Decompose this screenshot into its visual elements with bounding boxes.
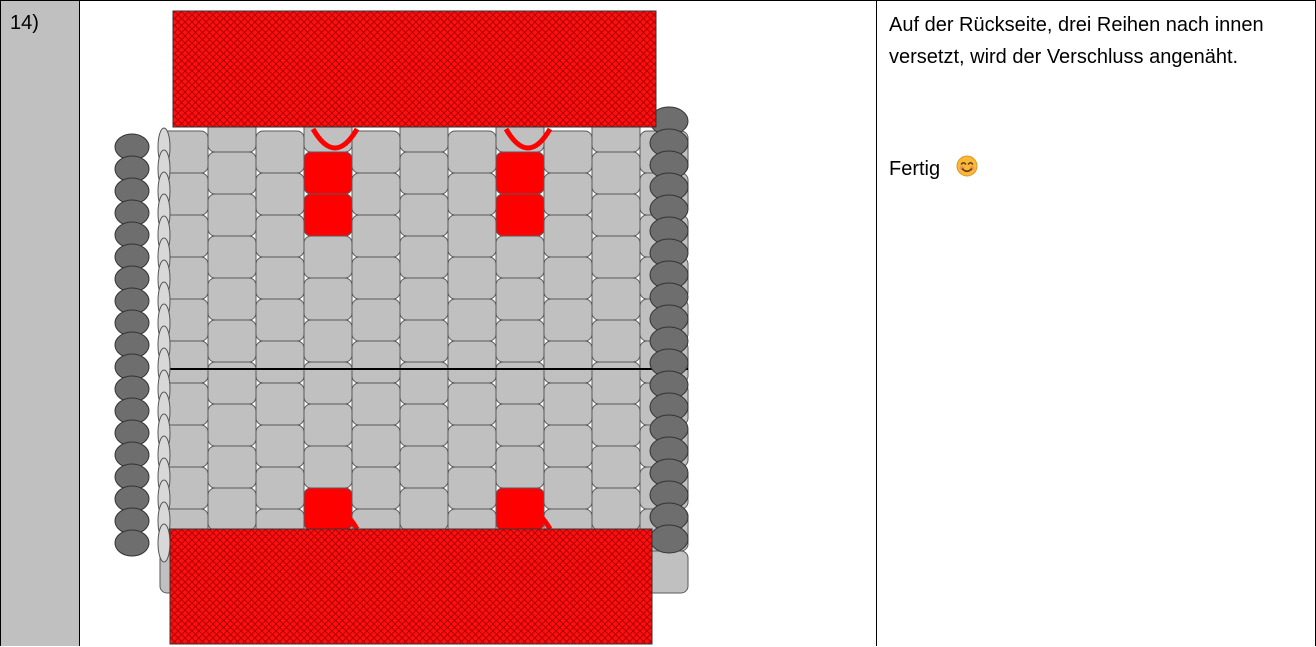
bead (496, 236, 544, 278)
bead (352, 341, 400, 383)
bead (208, 446, 256, 488)
bead (592, 320, 640, 362)
bead (352, 131, 400, 173)
bead (448, 257, 496, 299)
bead (304, 446, 352, 488)
bead (400, 236, 448, 278)
bead (352, 425, 400, 467)
clasp-bead (496, 488, 544, 530)
smiling-face-icon (956, 155, 978, 187)
bead (400, 446, 448, 488)
bead (592, 278, 640, 320)
bead (304, 320, 352, 362)
bead (544, 257, 592, 299)
bead (208, 194, 256, 236)
bead (544, 341, 592, 383)
bead (208, 236, 256, 278)
bead (400, 194, 448, 236)
clasp-bead (304, 152, 352, 194)
bead (256, 425, 304, 467)
clasp-bead (496, 152, 544, 194)
bead (400, 320, 448, 362)
bead (448, 425, 496, 467)
bead (544, 131, 592, 173)
bead (304, 404, 352, 446)
beadwork-illustration (80, 1, 875, 647)
bead (448, 341, 496, 383)
bead (496, 278, 544, 320)
bead (400, 404, 448, 446)
bead (448, 467, 496, 509)
bead (496, 404, 544, 446)
bead (544, 215, 592, 257)
bead (352, 215, 400, 257)
bead (496, 446, 544, 488)
bead (592, 236, 640, 278)
bead (448, 215, 496, 257)
bead (400, 278, 448, 320)
bead (304, 236, 352, 278)
bead (208, 320, 256, 362)
edge-bead (115, 530, 149, 556)
clasp-bead (304, 488, 352, 530)
step-number-cell: 14) (0, 0, 80, 646)
clasp-bar-bottom (170, 529, 652, 644)
instruction-text: Auf der Rückseite, drei Reihen nach inne… (889, 9, 1299, 73)
bead (544, 299, 592, 341)
bead (400, 488, 448, 530)
bead (208, 278, 256, 320)
bead (448, 173, 496, 215)
bead (256, 257, 304, 299)
finish-line: Fertig (889, 153, 978, 187)
bead (352, 257, 400, 299)
bead (352, 467, 400, 509)
bead (208, 404, 256, 446)
clasp-bead (496, 194, 544, 236)
clasp-bar-top (173, 11, 656, 127)
bead (256, 131, 304, 173)
edge-bead-side (158, 524, 170, 562)
bead (256, 215, 304, 257)
bead (544, 173, 592, 215)
bead (256, 467, 304, 509)
bead (352, 173, 400, 215)
bead (352, 383, 400, 425)
bead (592, 152, 640, 194)
bead (544, 467, 592, 509)
illustration-cell (80, 0, 877, 646)
bead (400, 152, 448, 194)
bead (448, 383, 496, 425)
step-number: 14) (10, 12, 39, 35)
bead (256, 341, 304, 383)
bead (256, 173, 304, 215)
bead (592, 488, 640, 530)
bead (352, 299, 400, 341)
bead (256, 383, 304, 425)
bead (208, 152, 256, 194)
bead (592, 404, 640, 446)
bead (496, 320, 544, 362)
bead (448, 299, 496, 341)
bead (592, 194, 640, 236)
bead (544, 383, 592, 425)
instruction-cell: Auf der Rückseite, drei Reihen nach inne… (877, 0, 1316, 646)
edge-bead (650, 525, 688, 553)
bead (256, 299, 304, 341)
clasp-bead (304, 194, 352, 236)
bead (208, 488, 256, 530)
bead (544, 425, 592, 467)
bead (304, 278, 352, 320)
bead (592, 446, 640, 488)
finish-label: Fertig (889, 158, 940, 180)
bead (448, 131, 496, 173)
